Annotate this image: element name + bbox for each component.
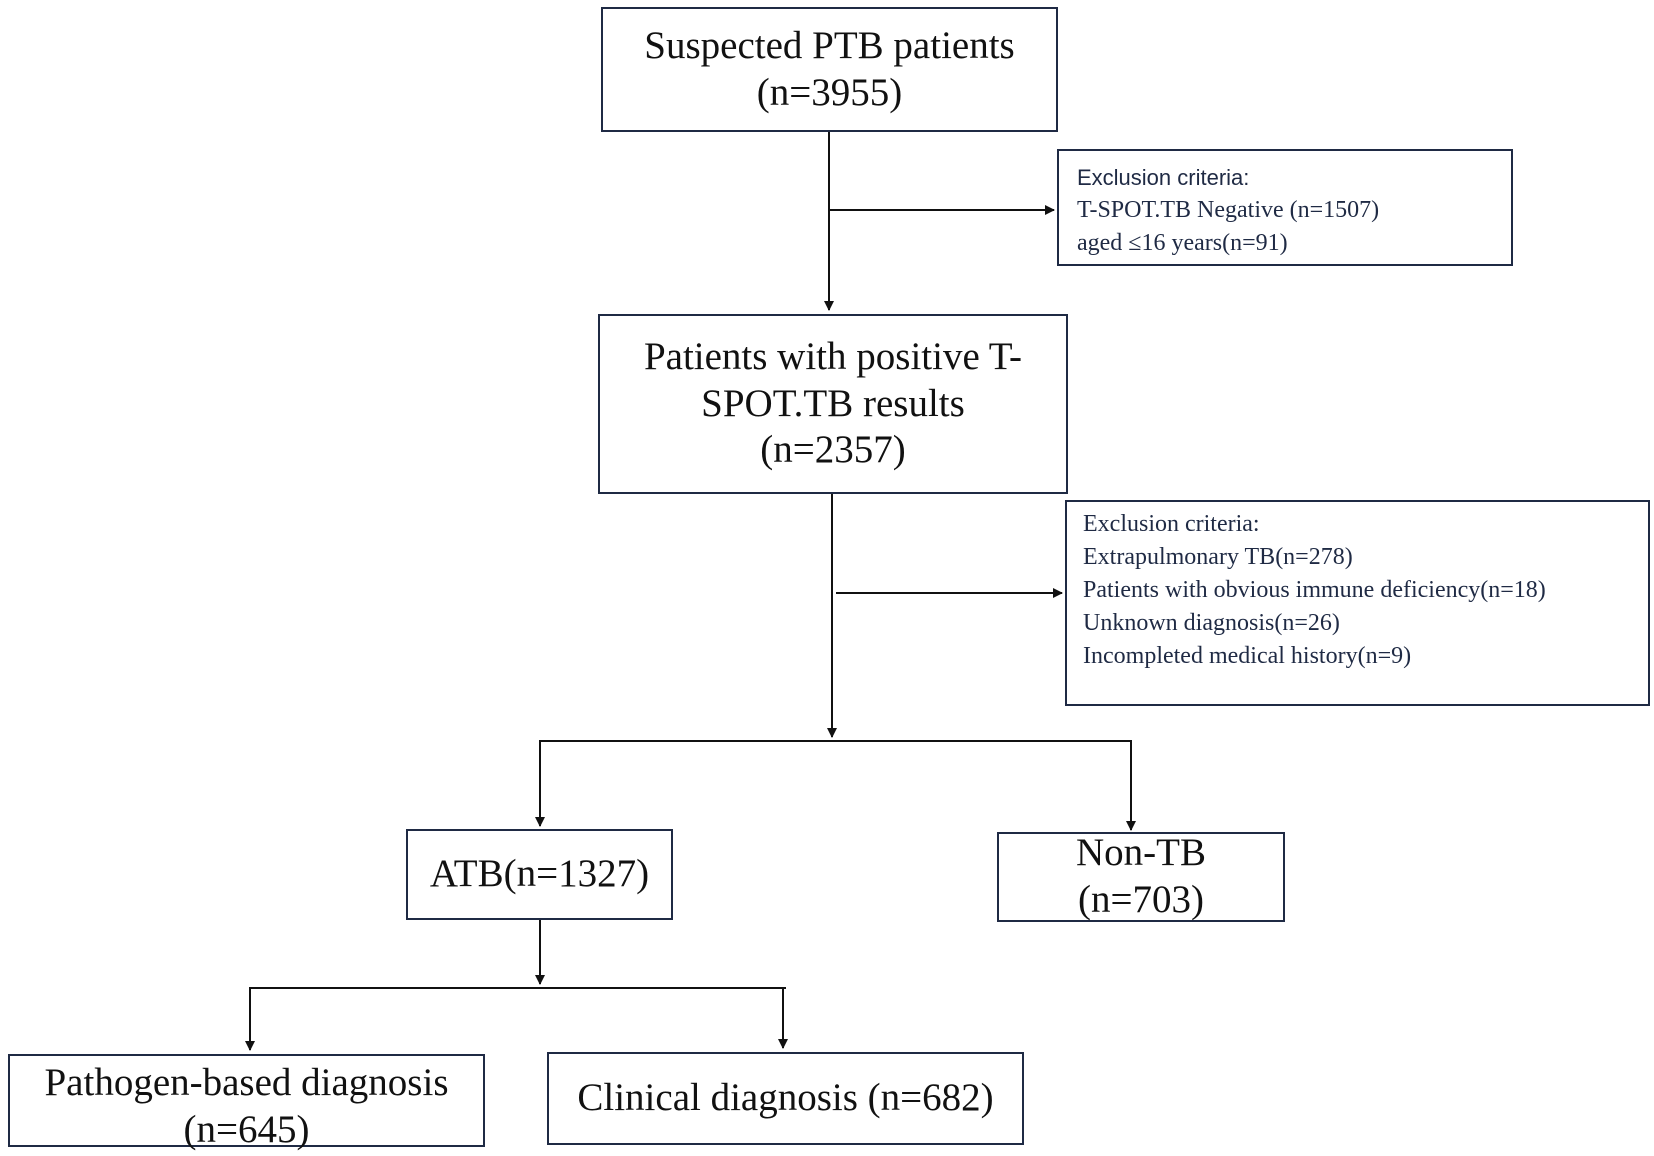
exclusion-box-second: Exclusion criteria: Extrapulmonary TB(n=… (1065, 500, 1650, 706)
node-positive-tspot-line-3: (n=2357) (760, 428, 906, 472)
node-positive-tspot: Patients with positive T- SPOT.TB result… (598, 314, 1068, 494)
exclusion-first-title: Exclusion criteria: (1077, 165, 1250, 190)
exclusion-box-first: Exclusion criteria: T-SPOT.TB Negative (… (1057, 149, 1513, 266)
node-positive-tspot-line-1: Patients with positive T- (643, 334, 1023, 378)
node-pathogen-diagnosis: Pathogen-based diagnosis (n=645) (8, 1054, 485, 1151)
node-clinical-diagnosis-line-1: Clinical diagnosis (n=682) (577, 1076, 994, 1120)
exclusion-first-item-1: T-SPOT.TB Negative (n=1507) (1077, 197, 1380, 223)
node-non-tb-line-1: Non-TB (1076, 831, 1206, 875)
exclusion-second-item-1: Extrapulmonary TB(n=278) (1083, 544, 1353, 570)
node-non-tb-line-2: (n=703) (1078, 878, 1204, 921)
node-non-tb: Non-TB (n=703) (997, 831, 1285, 922)
node-atb: ATB(n=1327) (406, 829, 673, 920)
node-pathogen-diagnosis-line-2: (n=645) (183, 1107, 310, 1151)
node-atb-line-1: ATB(n=1327) (429, 852, 650, 896)
exclusion-second-item-3: Unknown diagnosis(n=26) (1083, 610, 1340, 636)
node-suspected-ptb-line-2: (n=3955) (756, 70, 903, 114)
split-bar-atb-nontb (539, 740, 1132, 828)
node-suspected-ptb-line-1: Suspected PTB patients (644, 23, 1015, 67)
exclusion-second-item-2: Patients with obvious immune deficiency(… (1083, 577, 1546, 603)
exclusion-second-item-4: Incompleted medical history(n=9) (1083, 643, 1412, 669)
node-clinical-diagnosis: Clinical diagnosis (n=682) (547, 1052, 1024, 1145)
exclusion-second-title: Exclusion criteria: (1083, 511, 1260, 537)
node-pathogen-diagnosis-line-1: Pathogen-based diagnosis (44, 1061, 449, 1104)
exclusion-first-item-2: aged ≤16 years(n=91) (1077, 230, 1288, 256)
node-suspected-ptb: Suspected PTB patients (n=3955) (601, 7, 1058, 132)
node-positive-tspot-line-2: SPOT.TB results (701, 381, 965, 425)
